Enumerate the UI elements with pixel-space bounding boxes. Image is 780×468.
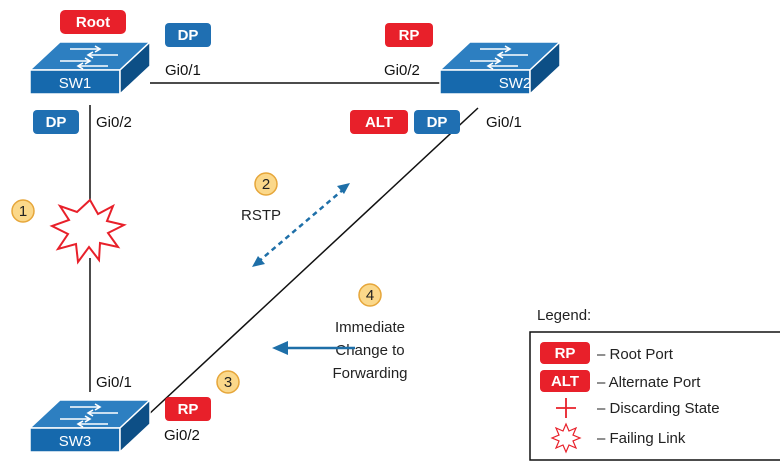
svg-text:3: 3 [224,374,232,391]
step-3: 3 [216,370,240,394]
svg-text:– Root Port: – Root Port [597,346,674,363]
legend-title: Legend: [537,307,591,324]
svg-text:2: 2 [262,176,270,193]
svg-text:ALT: ALT [551,373,579,390]
rstp-arrow-icon [252,183,350,267]
svg-text:DP: DP [46,114,67,131]
step-4: 4 [358,283,382,307]
tag-sw1-dp-gi01: DP [165,23,211,47]
svg-text:RP: RP [555,345,576,362]
step-4-line-2: Change to [335,342,404,359]
step-4-line-1: Immediate [335,319,405,336]
legend-item-failing-link: – Failing Link [550,422,686,454]
failing-link-burst-icon [550,422,582,454]
port-sw1-gi02: Gi0/2 [96,114,132,131]
switch-sw1-label: SW1 [59,75,92,92]
port-sw3-gi02: Gi0/2 [164,427,200,444]
step-1: 1 [11,199,35,223]
link-sw2-sw3 [147,107,479,416]
switch-sw2-label: SW2 [499,75,532,92]
svg-text:RP: RP [399,27,420,44]
switch-sw1[interactable]: SW1 [29,41,151,95]
discarding-cross-icon [556,398,576,418]
tag-sw2-rp: RP [385,23,433,47]
forwarding-arrow-icon [272,341,355,355]
port-sw2-gi01: Gi0/1 [486,114,522,131]
step-4-line-3: Forwarding [332,365,407,382]
svg-text:Root: Root [76,14,110,31]
svg-text:4: 4 [366,287,374,304]
svg-text:DP: DP [427,114,448,131]
tag-sw1-dp-gi02: DP [33,110,79,134]
port-sw2-gi02: Gi0/2 [384,62,420,79]
rstp-label: RSTP [241,207,281,224]
switch-sw3[interactable]: SW3 [29,399,151,453]
svg-text:RP: RP [178,401,199,418]
svg-text:– Failing Link: – Failing Link [597,430,686,447]
tag-sw2-alt: ALT [350,110,408,134]
svg-text:– Discarding State: – Discarding State [597,400,720,417]
svg-text:– Alternate Port: – Alternate Port [597,374,701,391]
legend-item-discarding-state: – Discarding State [556,398,720,418]
legend-item-root-port: RP – Root Port [540,342,674,364]
tag-sw2-dp: DP [414,110,460,134]
step-2: 2 [254,172,278,196]
port-sw3-gi01: Gi0/1 [96,374,132,391]
legend-item-alternate-port: ALT – Alternate Port [540,370,701,392]
tag-root: Root [60,10,126,34]
port-sw1-gi01: Gi0/1 [165,62,201,79]
svg-text:1: 1 [19,203,27,220]
failing-link-burst-icon [49,198,127,265]
tag-sw3-rp: RP [165,397,211,421]
svg-text:ALT: ALT [365,114,393,131]
switch-sw2[interactable]: SW2 [439,41,561,95]
svg-text:DP: DP [178,27,199,44]
switch-sw3-label: SW3 [59,433,92,450]
